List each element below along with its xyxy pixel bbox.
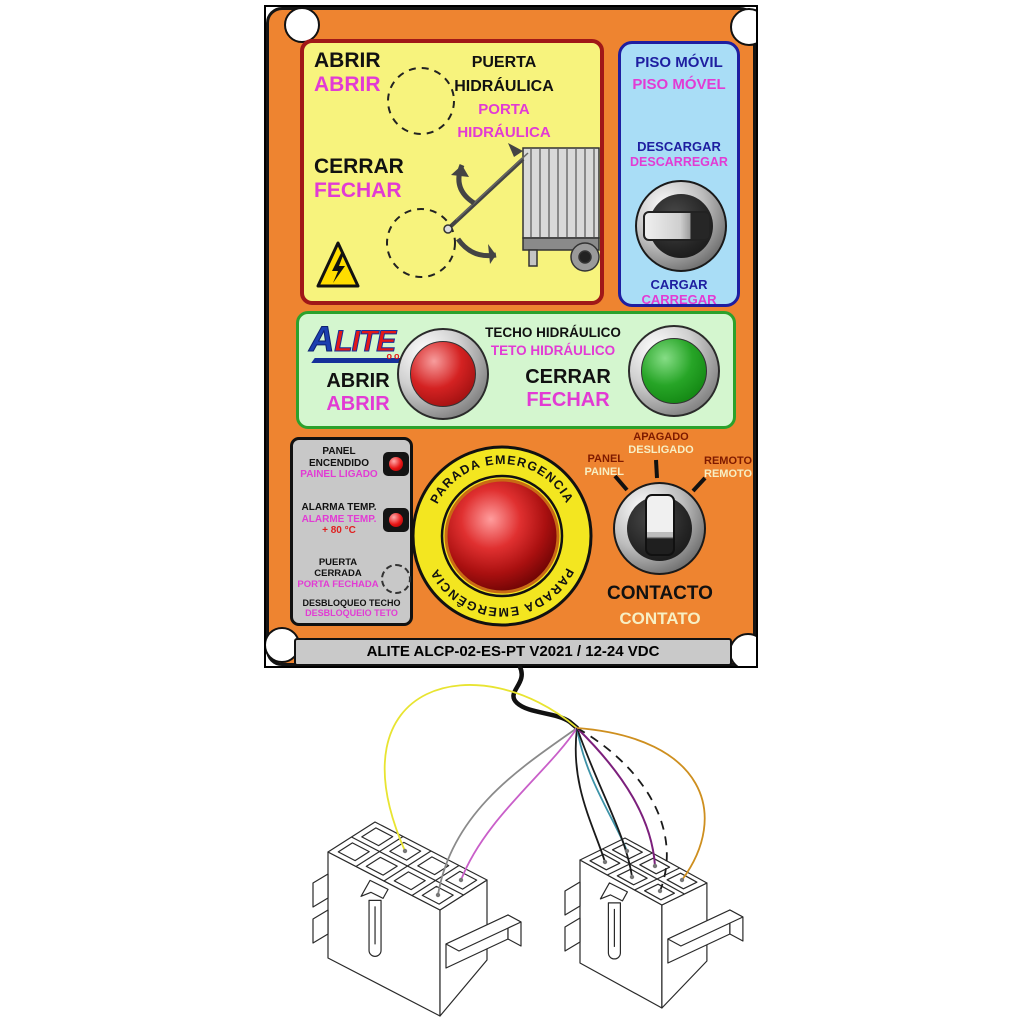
power-led [383,452,409,476]
section-hydraulic-roof: ALITE ooo ABRIR ABRIR TECHO HIDRÁULICO T… [296,311,736,429]
indicator-door-closed-pt: PORTA FECHADA [297,578,379,590]
roof-close-green-button[interactable] [628,325,720,417]
floor-title-es: PISO MÓVIL [635,54,723,71]
red-button-cap [410,341,476,407]
wire-end-dots [402,848,685,898]
door-closed-indicator-hole [381,564,411,594]
contact-pos-panel-pt: PAINEL [584,465,624,478]
indicator-temp-value: + 80 °C [322,525,356,536]
contact-rotary-switch[interactable] [613,482,706,575]
wire-black-1 [574,727,606,863]
floor-load-label-pt: CARREGAR [641,291,717,307]
wire-violet [460,727,578,881]
floor-title-pt: PISO MÓVEL [632,75,726,93]
alite-logo: ALITE ooo [308,320,413,368]
roof-close-label-pt: FECHAR [526,389,610,411]
indicator-power-pt: PAINEL LIGADO [300,469,378,480]
contact-pos-remote-es: REMOTO [704,455,753,467]
emergency-stop-button[interactable]: PARADA EMERGENCIA PARADA EMERGÊNCIA [409,443,595,629]
wire-purple [576,727,656,867]
door-close-label-pt: FECHAR [314,179,402,203]
roof-title-pt: TETO HIDRÁULICO [490,342,616,358]
main-cable [511,666,580,731]
wire-gray [437,727,578,896]
door-title-pt-line2: HIDRÁULICA [457,123,551,141]
connector-8pin [312,821,522,1017]
door-title-pt-line1: PORTA [478,101,530,118]
wire-orange [576,727,706,881]
contact-pos-panel-es: PANEL [587,453,624,465]
indicator-roof-unlock-es: DESBLOQUEO TECHO [302,598,401,608]
mounting-hole-bottom-right [729,633,756,666]
contact-pos-off-es: APAGADO [633,431,689,443]
alite-logo-a: A [308,320,335,360]
dashed-circle-top [387,67,455,135]
roof-open-red-button[interactable] [397,328,489,420]
trailer-illustration [443,143,600,272]
alite-logo-dots: ooo [386,351,409,361]
wiring-diagram [312,666,744,1017]
door-open-label-pt: ABRIR [314,73,381,97]
wire-yellow [383,684,578,852]
door-close-label-es: CERRAR [314,155,404,178]
door-illustration [316,67,600,288]
green-button-cap [641,338,707,404]
section-hydraulic-door: ABRIR ABRIR CERRAR FECHAR PUERTA HIDRÁUL… [300,39,604,305]
alite-logo-rest: LITE [334,325,397,359]
indicator-roof-unlock-pt: DESBLOQUEIO TETO [305,608,398,619]
indicator-temp-pt: ALARME TEMP. [301,513,377,525]
model-label-bar: ALITE ALCP-02-ES-PT V2021 / 12-24 VDC [294,638,732,666]
contact-label-es: CONTACTO [607,583,713,604]
floor-switch-lever [643,211,712,241]
wire-black-dashed [576,727,668,892]
contact-pos-off-pt: DESLIGADO [628,443,694,456]
floor-unload-label-es: DESCARGAR [637,139,721,154]
dashed-circle-bottom [386,208,456,278]
door-open-label-es: ABRIR [314,49,381,72]
roof-title-es: TECHO HIDRÁULICO [485,325,621,340]
door-title-es-line1: PUERTA [471,54,537,71]
contact-pos-remote-pt: REMOTO [704,467,753,480]
temp-alarm-led [383,508,409,532]
emergency-mushroom-cap [444,478,560,594]
electric-warning-icon [316,241,360,288]
roof-close-label-es: CERRAR [525,366,611,388]
contact-switch-lever [644,493,675,556]
mounting-hole-top-left [284,7,320,43]
control-panel: ABRIR ABRIR CERRAR FECHAR PUERTA HIDRÁUL… [264,5,758,668]
indicator-door-closed-es: PUERTA CERRADA [314,557,362,579]
contact-label-pt: CONTATO [619,609,701,628]
connector-6pin [564,837,744,1009]
floor-rotary-switch[interactable] [635,180,727,272]
roof-open-label-pt: ABRIR [326,393,390,415]
indicator-panel: PANEL ENCENDIDO PAINEL LIGADO ALARMA TEM… [290,437,413,626]
indicator-power-es: PANEL ENCENDIDO [308,446,369,469]
roof-open-label-es: ABRIR [326,370,390,392]
contact-switch-ticks [613,459,707,493]
wire-black-2 [576,727,633,878]
section-moving-floor: PISO MÓVIL PISO MÓVEL DESCARGAR DESCARRE… [618,41,740,307]
floor-unload-label-pt: DESCARREGAR [630,154,728,169]
indicator-temp-es: ALARMA TEMP. [301,502,377,513]
door-title-es-line2: HIDRÁULICA [454,78,554,95]
floor-load-label-es: CARGAR [650,277,708,292]
mounting-hole-top-right [730,8,756,46]
